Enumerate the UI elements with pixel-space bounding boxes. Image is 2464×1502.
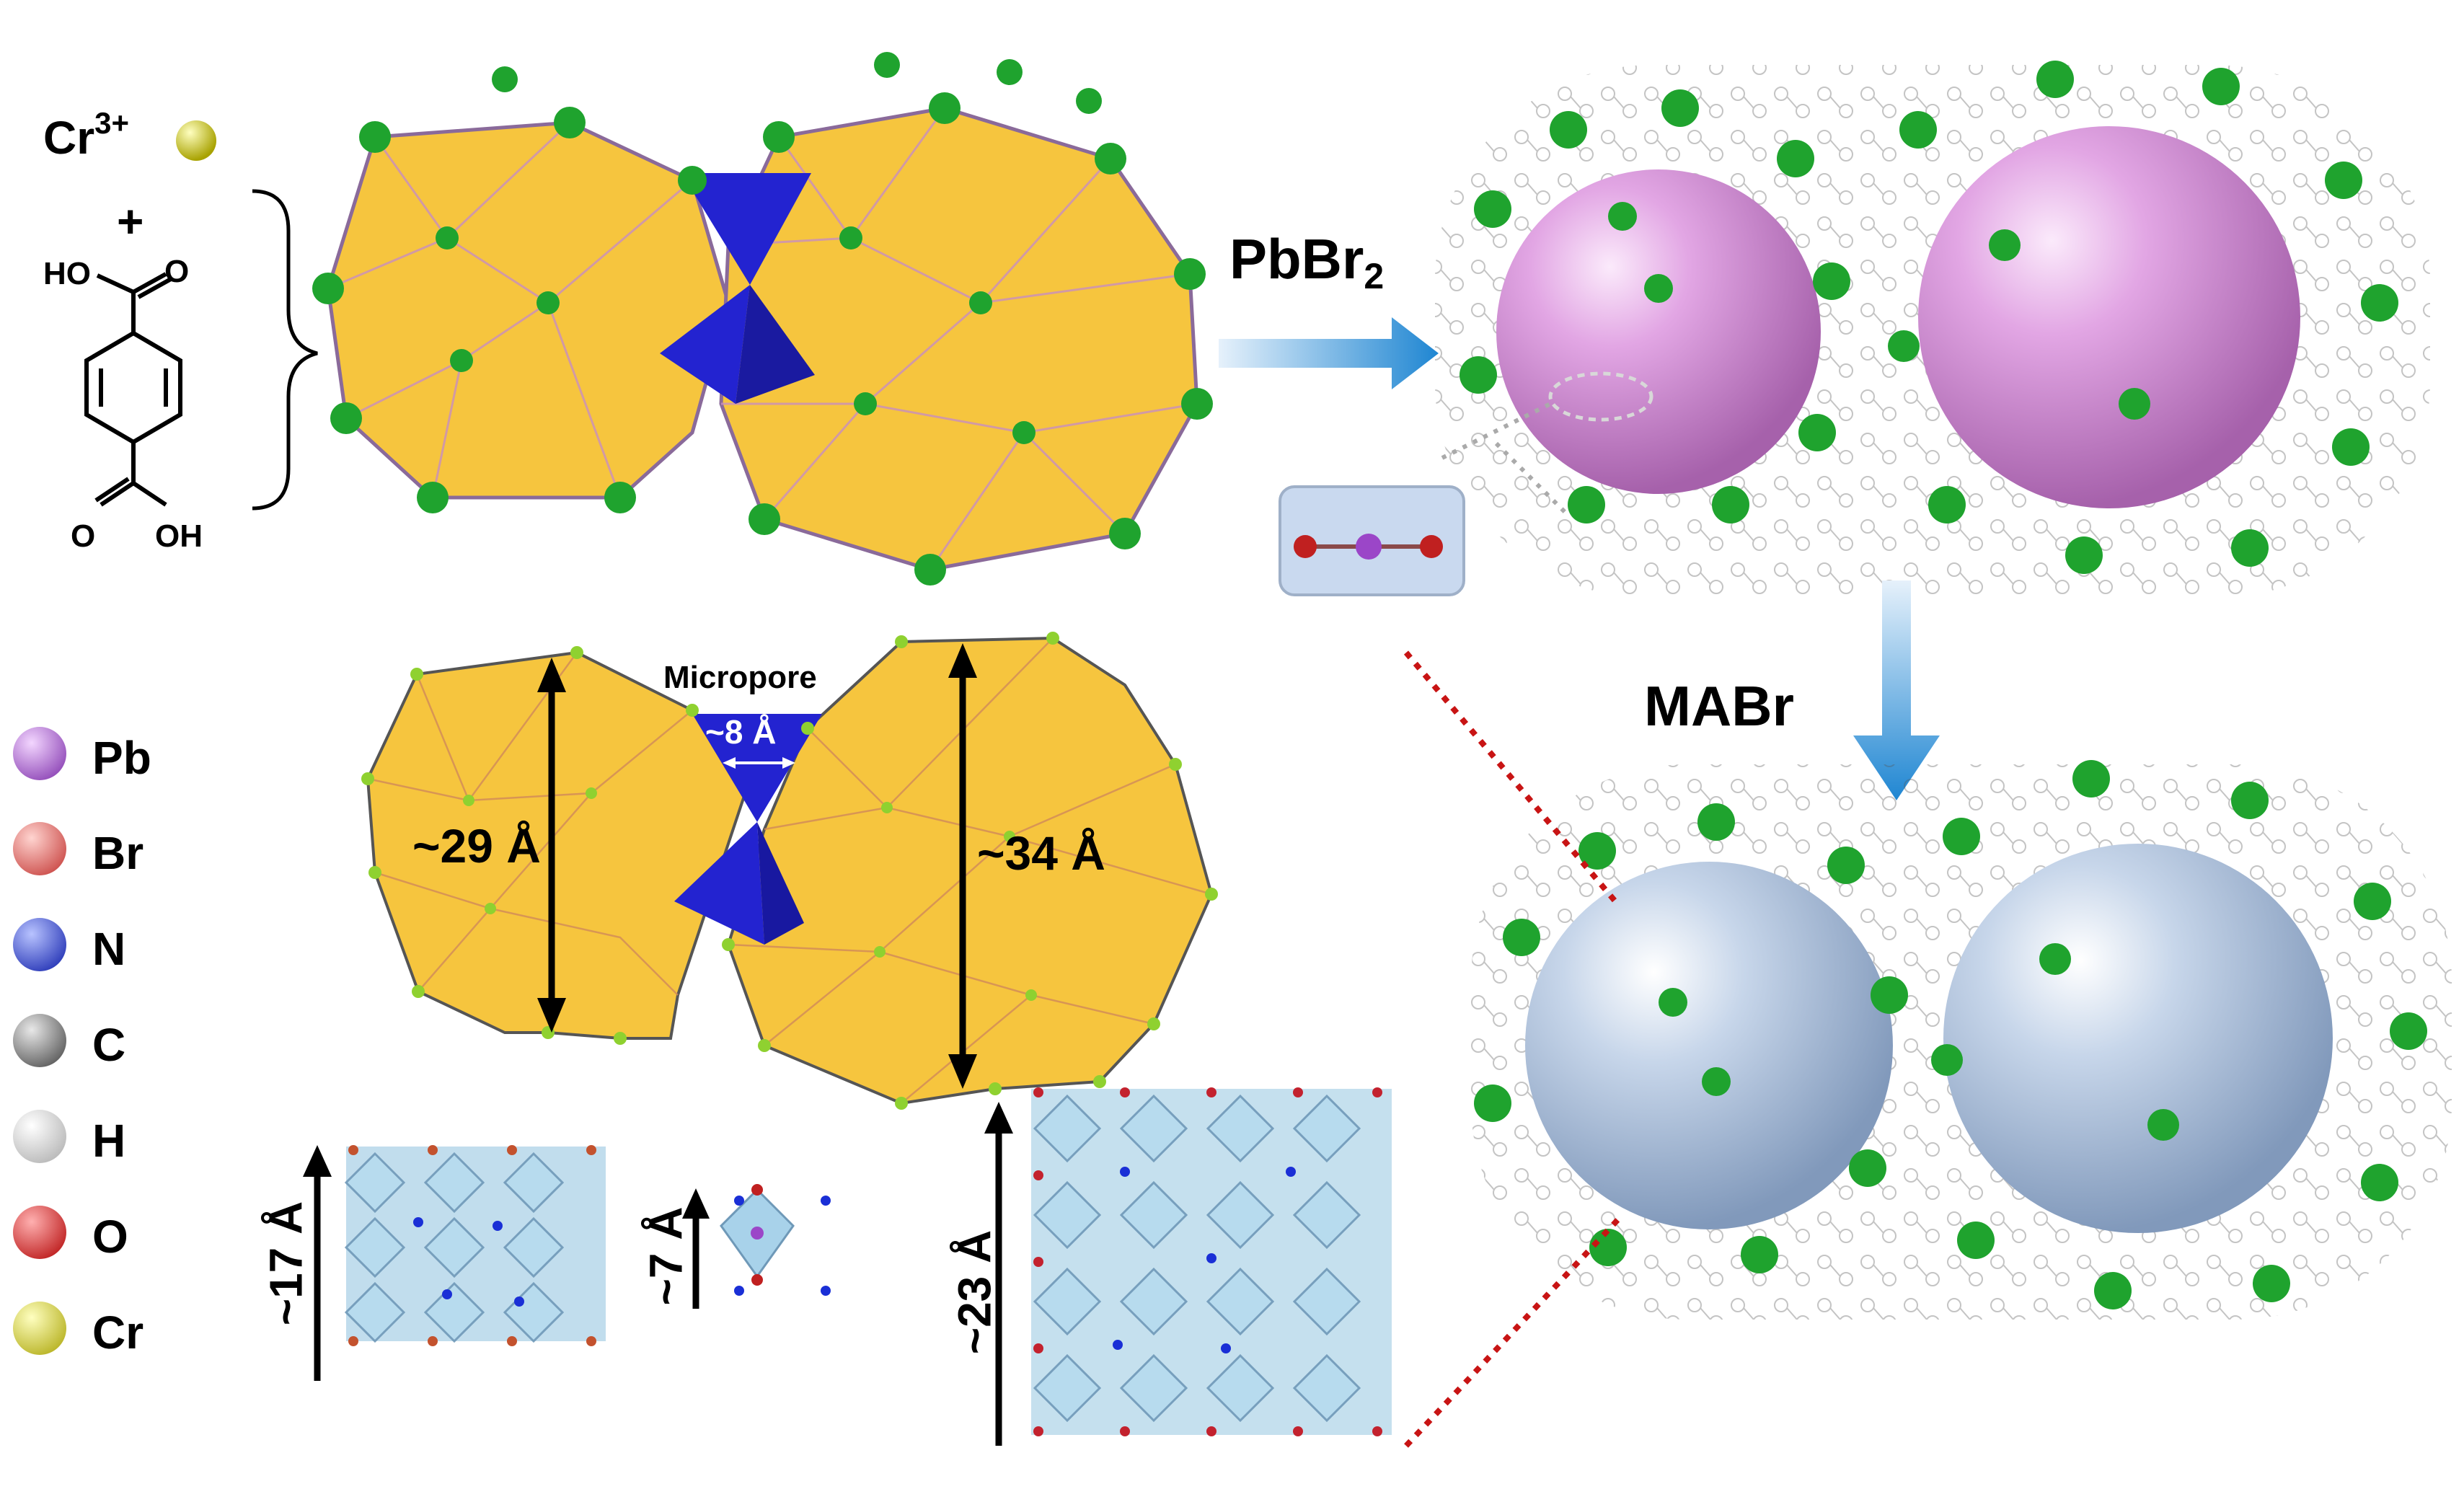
- perovskite-height-23: ~23 Å: [948, 1229, 1001, 1355]
- perovskite-height-17: ~17 Å: [260, 1201, 312, 1326]
- linker-top-oxygen: O: [164, 254, 190, 289]
- metal-charge: 3+: [94, 106, 130, 140]
- micropore-window-detail: [692, 714, 822, 822]
- linker-bottom-hydroxyl: OH: [155, 518, 203, 554]
- perovskite-fragment-23: [1031, 1087, 1392, 1436]
- legend-label-c: C: [92, 1019, 126, 1071]
- legend-item-n: N: [13, 911, 186, 983]
- reagent-pbbr2-subscript: 2: [1364, 256, 1385, 296]
- legend-item-pb: Pb: [13, 720, 186, 792]
- cr-ion-ball: [176, 120, 216, 161]
- micropore-window: [681, 173, 811, 285]
- perovskite-fragment-17: [344, 1145, 606, 1346]
- reagent-mabr: MABr: [1644, 678, 1794, 743]
- arrow-pbbr2: [1219, 317, 1439, 389]
- legend-item-c: C: [13, 1007, 186, 1079]
- legend-ball-c: [13, 1014, 66, 1067]
- terephthalic-acid-structure: [84, 272, 182, 507]
- legend-ball-n: [13, 918, 66, 971]
- large-cage-diameter-label: ~34 Å: [977, 826, 1105, 880]
- legend-label-n: N: [92, 923, 126, 975]
- legend-label-br: Br: [92, 827, 144, 879]
- cage-dimension-diagram: [361, 632, 1218, 1110]
- framework-mapbbr3-loaded: [1471, 760, 2452, 1320]
- arrow-mabr: [1853, 580, 1940, 800]
- pbbr2-molecule-inset: [1279, 402, 1571, 596]
- legend-label-o: O: [92, 1211, 128, 1263]
- legend-ball-o: [13, 1206, 66, 1259]
- micropore-size-label: ~8 Å: [705, 713, 777, 751]
- framework-pbbr2-loaded: [1435, 61, 2430, 598]
- perovskite-fragment-7: [720, 1184, 831, 1296]
- legend-ball-br: [13, 822, 66, 875]
- reactant-brace: [252, 189, 318, 511]
- legend-label-cr: Cr: [92, 1307, 144, 1359]
- micropore-label: Micropore: [663, 660, 817, 695]
- perovskite-height-7: ~7 Å: [640, 1206, 692, 1306]
- legend-label-h: H: [92, 1115, 126, 1167]
- legend-label-pb: Pb: [92, 732, 151, 784]
- legend-ball-h: [13, 1110, 66, 1163]
- perovskite-height-arrows: [303, 1102, 1013, 1446]
- mil101-cage-pair: [312, 52, 1213, 586]
- legend-item-br: Br: [13, 815, 186, 887]
- linker-top-hydroxyl: HO: [43, 256, 91, 291]
- reagent-mabr-base: MABr: [1644, 674, 1794, 738]
- metal-ion-label: Cr3+: [43, 106, 130, 164]
- legend-ball-cr: [13, 1302, 66, 1355]
- zoom-connector: [1403, 650, 1621, 1448]
- legend-item-cr: Cr: [13, 1294, 186, 1366]
- legend-item-h: H: [13, 1103, 186, 1175]
- linker-bottom-oxygen: O: [71, 518, 96, 554]
- metal-symbol: Cr: [43, 112, 95, 164]
- reagent-pbbr2-base: PbBr: [1229, 227, 1364, 291]
- plus-sign: +: [117, 195, 144, 247]
- legend-ball-pb: [13, 727, 66, 780]
- small-cage-diameter-label: ~29 Å: [412, 819, 541, 873]
- legend-item-o: O: [13, 1198, 186, 1271]
- reagent-pbbr2: PbBr2: [1229, 231, 1384, 294]
